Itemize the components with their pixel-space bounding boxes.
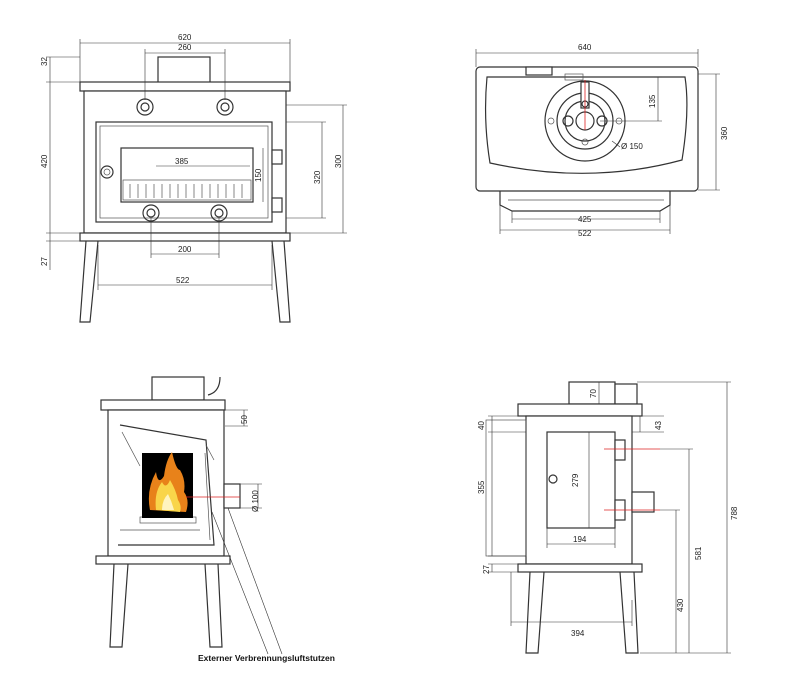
top-plate-inner xyxy=(484,76,688,174)
front-air-knob-upper-left-inner xyxy=(140,102,150,112)
front-grate xyxy=(122,179,252,201)
top-flue-tab xyxy=(525,66,553,76)
side-firebox-outline xyxy=(118,424,215,546)
front-dim-top-height: 32 xyxy=(40,57,49,66)
top-flue-bracket xyxy=(564,73,584,81)
top-dim-width: 640 xyxy=(578,43,592,52)
back-dim-flue-70: 70 xyxy=(589,389,598,398)
back-door xyxy=(546,431,616,529)
front-dim-width: 620 xyxy=(178,33,192,42)
front-dim-320: 320 xyxy=(313,170,322,184)
top-flue-screw-left xyxy=(547,117,555,125)
back-dim-door-194: 194 xyxy=(573,535,587,544)
back-dim-leg-27: 27 xyxy=(482,565,491,574)
side-ash-pan xyxy=(120,452,211,541)
front-door-inner xyxy=(99,125,269,219)
side-leg-front xyxy=(109,563,129,648)
front-dim-leg-top: 27 xyxy=(40,257,49,266)
back-dim-depth-394: 394 xyxy=(571,629,585,638)
top-view: 640 135 360 Ø 150 425 522 xyxy=(475,43,729,238)
back-base-plate xyxy=(517,563,643,573)
front-base-plate xyxy=(79,232,291,242)
front-view: 620 260 32 420 27 385 150 320 300 200 52… xyxy=(40,33,347,323)
back-leg-right xyxy=(619,571,639,654)
front-leg-left xyxy=(79,240,99,323)
side-dim-air-diameter: Ø 100 xyxy=(251,490,260,512)
top-flue-bolt-left xyxy=(562,115,574,127)
side-view: 50 Ø 100 Externer Verbrennungsluftstutze… xyxy=(95,376,335,663)
front-top-plate xyxy=(79,81,291,92)
back-flue-side xyxy=(614,383,638,405)
side-flue-collar xyxy=(151,376,205,401)
top-flue-screw-bottom xyxy=(581,138,589,146)
side-leg-back xyxy=(204,563,223,648)
front-door-handle xyxy=(100,165,114,179)
front-leg-right xyxy=(271,240,291,323)
side-base-plate xyxy=(95,555,231,565)
front-dim-window-height: 150 xyxy=(254,168,263,182)
side-caption: Externer Verbrennungsluftstutzen xyxy=(198,653,335,663)
front-dim-door-height: 300 xyxy=(334,154,343,168)
back-center-lines xyxy=(604,448,660,511)
back-dim-total-788: 788 xyxy=(730,506,739,520)
back-dim-side-40: 40 xyxy=(477,421,486,430)
back-top-plate xyxy=(517,403,643,417)
top-dim-base-425: 425 xyxy=(578,215,592,224)
front-window xyxy=(120,147,254,203)
top-dim-flue-offset: 135 xyxy=(648,94,657,108)
side-dim-top-50: 50 xyxy=(240,415,249,424)
side-top-plate xyxy=(100,399,226,411)
back-door-handle xyxy=(548,474,558,484)
top-dimension-lines xyxy=(475,49,720,234)
front-dim-body-height: 420 xyxy=(40,154,49,168)
side-flue-handle xyxy=(207,376,221,396)
top-dim-base-522: 522 xyxy=(578,229,592,238)
top-plate-outline xyxy=(475,66,699,192)
side-dimension-lines xyxy=(211,409,283,655)
back-leg-left xyxy=(525,571,545,654)
back-hinge-upper xyxy=(614,439,626,461)
top-base-outline xyxy=(499,191,671,212)
back-dimension-lines xyxy=(488,381,731,654)
back-dim-side-43: 43 xyxy=(654,421,663,430)
side-flame-image xyxy=(142,452,193,518)
front-air-knob-upper-right-inner xyxy=(220,102,230,112)
front-flue-collar xyxy=(157,56,211,84)
front-hinge-upper xyxy=(271,149,283,165)
back-dim-height-430: 430 xyxy=(676,598,685,612)
back-air-inlet xyxy=(631,491,655,513)
top-dim-depth: 360 xyxy=(720,126,729,140)
back-dim-door-279: 279 xyxy=(571,473,580,487)
back-view: 70 40 43 355 279 788 581 194 27 430 394 xyxy=(477,381,739,654)
front-dim-air-spacing: 200 xyxy=(178,245,192,254)
front-dim-flue-spacing: 260 xyxy=(178,43,192,52)
front-dim-window-width: 385 xyxy=(175,157,189,166)
back-dim-height-581: 581 xyxy=(694,546,703,560)
front-hinge-lower xyxy=(271,197,283,213)
top-dim-flue-diameter: Ø 150 xyxy=(621,142,643,151)
side-air-inlet xyxy=(223,483,241,509)
front-dimension-lines xyxy=(46,39,347,290)
front-dim-leg-spacing: 522 xyxy=(176,276,190,285)
back-dim-height-355: 355 xyxy=(477,480,486,494)
side-baffle xyxy=(121,431,215,467)
